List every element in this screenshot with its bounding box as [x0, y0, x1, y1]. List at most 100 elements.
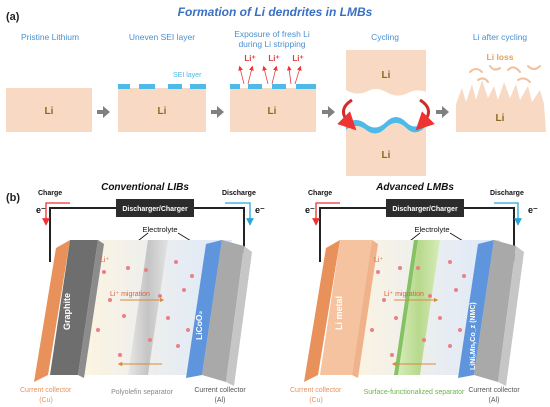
right-cc-cu	[304, 240, 340, 382]
right-cathode-label: LiNiₓMnᵧCo_z (NMC)	[470, 302, 477, 370]
stage-2-li-label: Li	[158, 106, 167, 117]
right-discharge-arrow	[494, 202, 522, 226]
right-cc-al-label-2: (Al)	[489, 397, 500, 404]
li-loss-fragments	[469, 65, 541, 83]
left-charger-label: Discharger/Charger	[122, 206, 188, 213]
left-cathode-label: LiCoO₂	[194, 311, 204, 340]
stage-3-li-label: Li	[268, 106, 277, 117]
right-electron-2: e⁻	[528, 205, 538, 215]
left-li-ion-label: Li⁺	[100, 257, 109, 264]
right-cathode	[458, 240, 494, 378]
sei-segment	[139, 84, 155, 89]
stage-4-sei-wave	[346, 117, 426, 134]
stage-2-li-block	[118, 88, 206, 132]
stage-2-title: Uneven SEI layer	[129, 32, 195, 42]
sei-segment	[296, 84, 316, 89]
right-charger-label: Discharger/Charger	[392, 206, 458, 213]
right-electron-1: e⁻	[305, 205, 315, 215]
left-cc-cu-label-2: (Cu)	[39, 397, 53, 404]
sei-segment	[118, 84, 130, 89]
right-separator-coating	[394, 240, 418, 375]
left-separator-label: Polyolefin separator	[111, 389, 174, 396]
flow-arrow-4	[436, 106, 449, 118]
left-electron-1: e⁻	[36, 205, 46, 215]
left-cc-al	[202, 240, 244, 382]
advanced-lmb-diagram: Advanced LMBs Discharger/Charger Charge …	[290, 182, 538, 404]
left-graphite-label: Graphite	[62, 293, 72, 330]
right-discharge-label: Discharge	[490, 190, 524, 197]
panel-b-label: (b)	[6, 192, 20, 204]
left-electron-2: e⁻	[255, 205, 265, 215]
right-cc-cu-label-1: Current collector	[290, 387, 342, 394]
left-graphite-side	[78, 240, 104, 378]
right-migration-label: Li⁺ migration	[384, 291, 424, 298]
right-charger-box	[386, 199, 464, 217]
left-cc-cu	[34, 240, 70, 382]
left-cc-al-label-1: Current collector	[194, 387, 246, 394]
cycling-arrow-left	[337, 98, 357, 131]
right-li-ion-label: Li⁺	[374, 257, 383, 264]
left-graphite	[50, 240, 98, 375]
left-discharge-arrow	[225, 202, 254, 226]
left-wire-a	[49, 207, 118, 262]
stage-3-li-block	[230, 88, 316, 132]
stage-4-top-li	[346, 50, 426, 96]
left-cc-cu-label-1: Current collector	[20, 387, 72, 394]
flow-arrow-2	[211, 106, 224, 118]
right-cc-al-label-1: Current collector	[468, 387, 520, 394]
stage-3-ion-1: Li⁺	[244, 54, 255, 63]
flow-arrow-1	[97, 106, 110, 118]
stage-4-title: Cycling	[371, 32, 399, 42]
right-wire-a	[319, 207, 388, 262]
stage-3-release-arrows	[238, 65, 302, 85]
left-electrolyte-label: Electrolyte	[142, 225, 177, 234]
sei-segment	[190, 84, 206, 89]
stage-3-title-line2: during Li stripping	[238, 39, 305, 49]
right-wire-b	[460, 207, 515, 262]
stage-4-bottom-li	[346, 123, 426, 176]
left-wire-b	[190, 207, 245, 262]
cycling-arrow-right	[415, 98, 435, 131]
left-title: Conventional LIBs	[101, 182, 189, 193]
right-electrolyte-label: Electrolyte	[414, 225, 449, 234]
right-charge-label: Charge	[308, 190, 332, 197]
right-cc-cu-label-2: (Cu)	[309, 397, 323, 404]
stage-5-li-label: Li	[496, 113, 505, 124]
left-charge-arrow	[42, 202, 70, 226]
sei-segment	[248, 84, 262, 89]
li-loss-label: Li loss	[487, 52, 514, 62]
stage-4-bottom-li-label: Li	[382, 150, 391, 161]
sei-segment	[168, 84, 182, 89]
left-discharge-label: Discharge	[222, 190, 256, 197]
stage-3-ion-2: Li⁺	[268, 54, 279, 63]
stage-1-li-label: Li	[45, 106, 54, 117]
flow-arrow-3	[322, 106, 335, 118]
left-charger-box	[116, 199, 194, 217]
right-li-metal-label: Li metal	[334, 296, 344, 330]
right-cc-al-side	[498, 246, 524, 386]
left-charge-label: Charge	[38, 190, 62, 197]
stage-5-title: Li after cycling	[473, 32, 528, 42]
left-migration-label: Li⁺ migration	[110, 291, 150, 298]
panel-a-label: (a)	[6, 11, 20, 23]
right-charge-arrow	[312, 202, 340, 226]
right-li-metal	[320, 240, 372, 375]
left-cc-al-label-2: (Al)	[215, 397, 226, 404]
sei-segment	[230, 84, 240, 89]
right-li-metal-side	[352, 240, 378, 378]
right-cc-al	[474, 240, 516, 382]
stage-4-top-li-label: Li	[382, 70, 391, 81]
left-cc-al-side	[226, 246, 252, 386]
stage-1-title: Pristine Lithium	[21, 32, 79, 42]
stage-3-ion-3: Li⁺	[292, 54, 303, 63]
right-title: Advanced LMBs	[375, 182, 454, 193]
left-separator	[128, 240, 168, 375]
conventional-lib-diagram: Conventional LIBs Discharger/Charger Cha…	[20, 182, 265, 404]
stage-1-li-block	[6, 88, 92, 132]
sei-segment	[272, 84, 286, 89]
sei-layer-label: SEI layer	[173, 72, 202, 79]
right-li-ions	[370, 260, 466, 357]
right-separator	[398, 240, 440, 375]
